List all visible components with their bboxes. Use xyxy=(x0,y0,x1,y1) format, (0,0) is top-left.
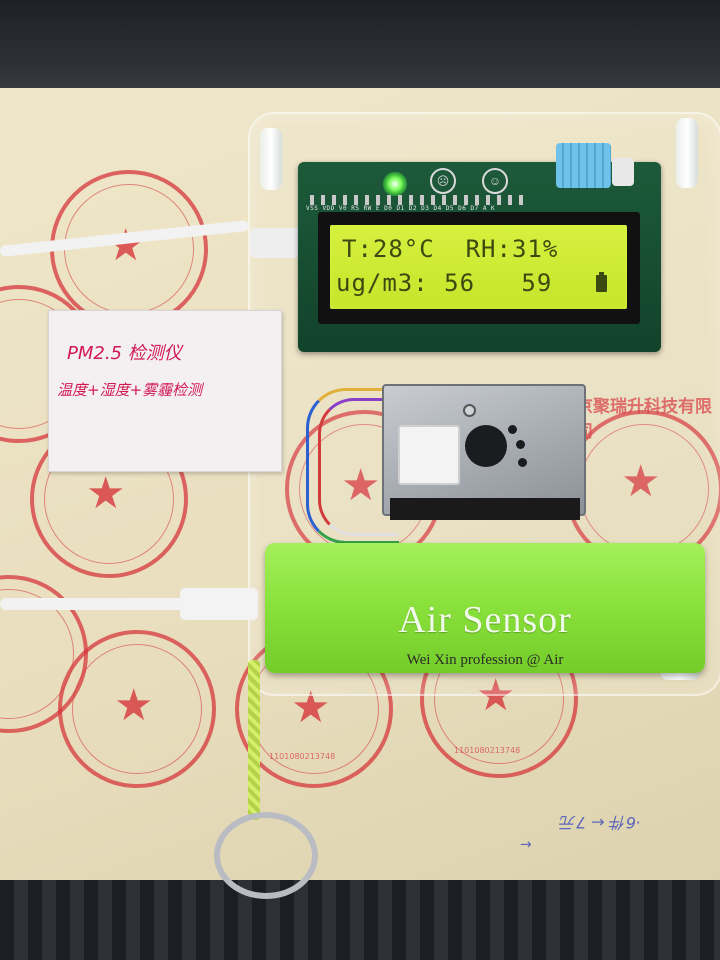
face-icon: ☺ xyxy=(482,168,508,194)
sensor-wires xyxy=(318,398,399,536)
face-icon: ☹ xyxy=(430,168,456,194)
sensor-hole xyxy=(465,425,507,467)
power-led-icon xyxy=(383,172,407,196)
humidity-sensor xyxy=(556,143,611,188)
star-icon: ★ xyxy=(114,681,154,730)
handwritten-note: ·6件 ← 7元 xyxy=(560,813,642,832)
battery-icon xyxy=(596,272,607,292)
screw xyxy=(463,404,476,417)
key-ring xyxy=(214,812,318,899)
lcd-line-2: ug/m3: 56 59 xyxy=(336,269,553,297)
power-bank xyxy=(265,543,705,673)
usb-plug xyxy=(250,228,300,258)
sensor-hole xyxy=(516,440,525,449)
wire-connector xyxy=(398,425,460,485)
seal-number: 1101080213748 xyxy=(269,752,336,761)
power-bank-title: Air Sensor xyxy=(398,599,572,641)
sensor-wires xyxy=(306,388,399,544)
desk-surface xyxy=(0,880,720,960)
lcd-screen: T:28°C RH:31% ug/m3: 56 59 xyxy=(330,225,627,309)
label-subtitle: 温度+湿度+雾霾检测 xyxy=(57,381,203,399)
pin-labels: VSS VDD V0 RS RW E D0 D1 D2 D3 D4 D5 D6 … xyxy=(306,205,496,212)
power-bank-subtitle: Wei Xin profession @ Air xyxy=(406,652,564,668)
standoff xyxy=(676,118,698,188)
sensor-hole xyxy=(518,458,527,467)
paper-label-card: PM2.5 检测仪 温度+湿度+雾霾检测 xyxy=(48,310,282,472)
sensor-hole xyxy=(508,425,517,434)
sensor-base xyxy=(390,498,580,520)
potentiometer xyxy=(612,158,634,186)
header-pins xyxy=(310,195,530,205)
handwritten-note: ← xyxy=(520,836,532,852)
standoff xyxy=(260,128,282,190)
usb-cable xyxy=(0,598,205,610)
notebook-cover xyxy=(0,0,720,95)
usb-plug xyxy=(180,588,258,620)
seal-number: 1101080213748 xyxy=(454,746,521,755)
lcd-line-1: T:28°C RH:31% xyxy=(342,235,559,263)
lanyard xyxy=(248,660,260,820)
star-icon: ★ xyxy=(86,469,126,518)
label-title: PM2.5 检测仪 xyxy=(67,343,182,364)
